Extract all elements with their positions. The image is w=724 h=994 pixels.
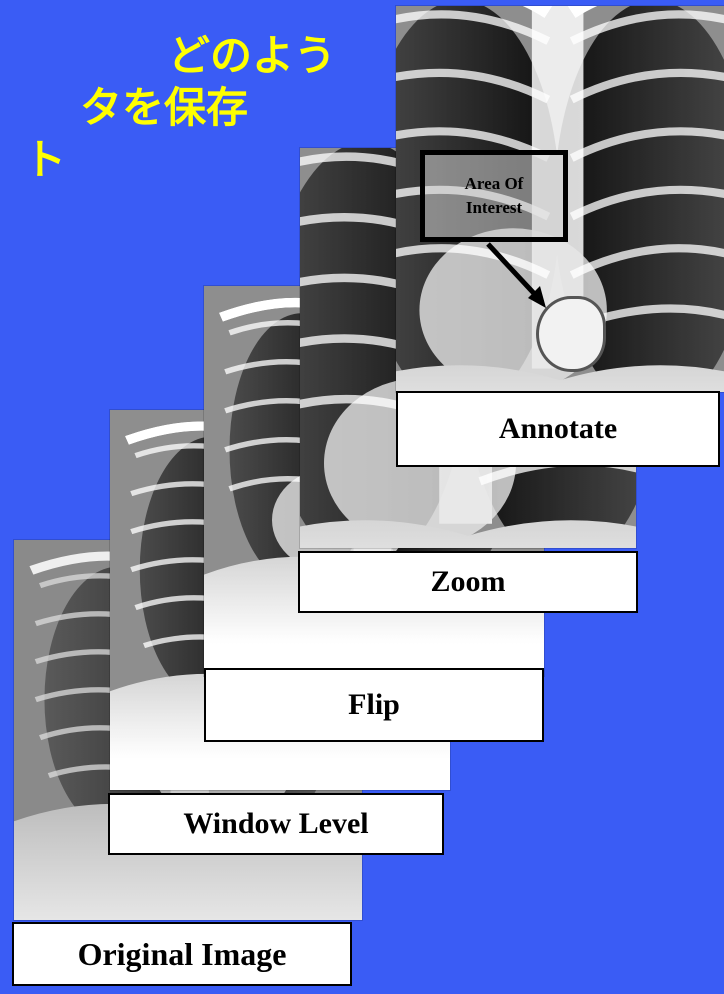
- annotation-line-1: Area Of: [465, 172, 524, 196]
- title-line-1: どのよう: [168, 30, 300, 82]
- original-image-label: Original Image: [12, 922, 352, 986]
- annotation-line-2: Interest: [466, 196, 522, 220]
- slide-title: どのよう タを保存 ト: [0, 30, 300, 186]
- title-line-2: タを保存: [80, 82, 300, 134]
- area-of-interest-annotation: Area Of Interest: [420, 150, 568, 242]
- window-level-label: Window Level: [108, 793, 444, 855]
- flip-label: Flip: [204, 668, 544, 742]
- annotate-label: Annotate: [396, 391, 720, 467]
- title-line-3: ト: [24, 134, 300, 186]
- zoom-label: Zoom: [298, 551, 638, 613]
- annotation-arrow: [470, 236, 560, 316]
